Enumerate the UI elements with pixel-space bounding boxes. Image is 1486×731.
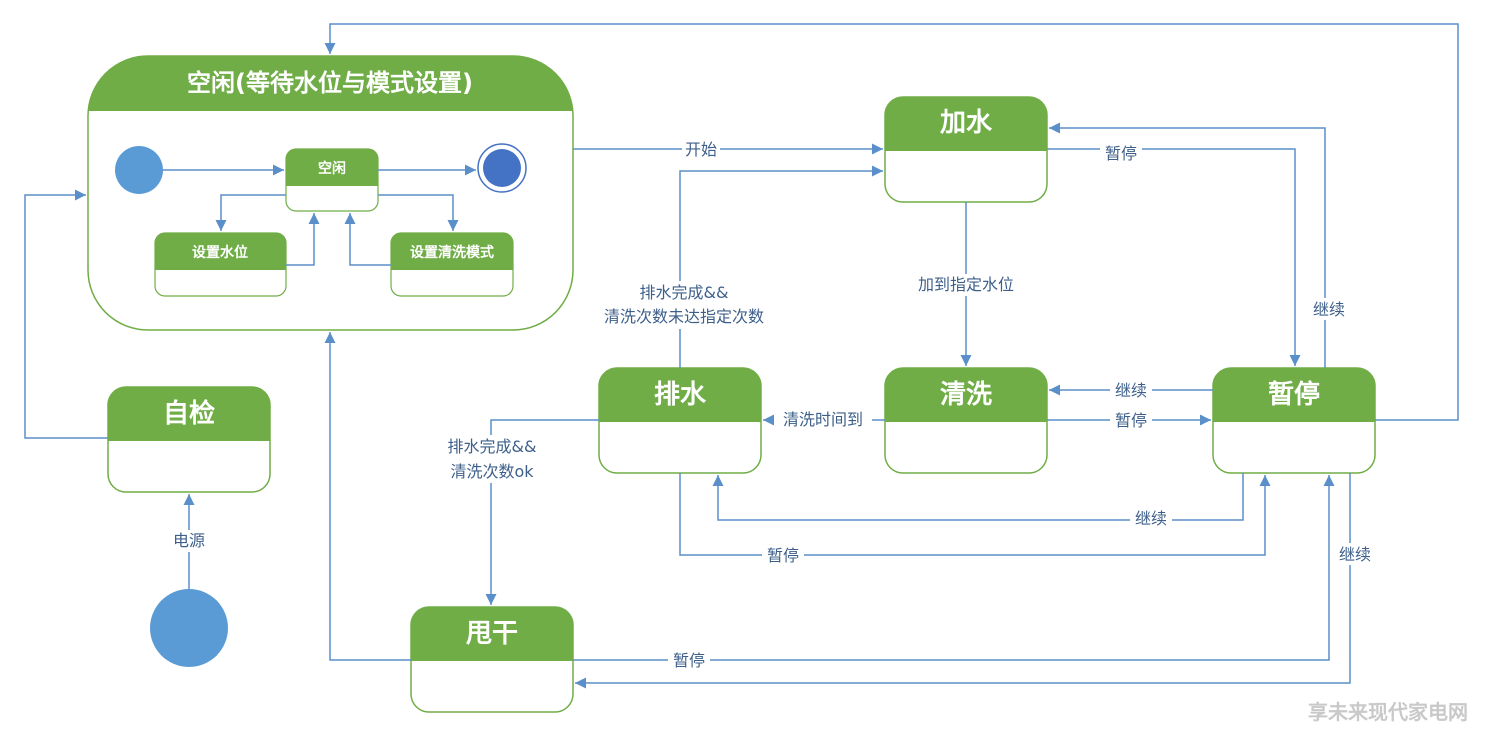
state-self-check: 自检: [107, 386, 271, 493]
state-pause: 暂停: [1212, 367, 1376, 474]
edge-resume-to-add: [1049, 122, 1326, 368]
state-wash-label: 清洗: [940, 380, 992, 410]
inner-final-node: [477, 143, 527, 193]
inner-edge-set-level-to-idle: [286, 213, 320, 266]
label-pause-from-spin: 暂停: [673, 651, 705, 670]
inner-edge-idle-to-set-mode: [378, 194, 459, 231]
inner-state-set-level: 设置水位: [154, 232, 287, 297]
label-pause-from-drain: 暂停: [767, 546, 799, 565]
state-spin-dry-label: 甩干: [466, 619, 518, 649]
inner-initial-node: [115, 146, 163, 194]
inner-state-idle-label: 空闲: [318, 160, 346, 177]
inner-state-set-mode-label: 设置清洗模式: [410, 244, 494, 261]
power-initial-node: [150, 589, 228, 667]
watermark: 享未来现代家电网: [1308, 700, 1468, 724]
edge-pause-from-drain: [679, 473, 1271, 556]
label-drain-done-line1: 排水完成&&: [448, 437, 537, 456]
state-drain-label: 排水: [654, 380, 707, 410]
label-reach-level: 加到指定水位: [918, 275, 1014, 294]
inner-state-set-mode: 设置清洗模式: [390, 232, 514, 297]
label-resume-to-spin: 继续: [1339, 545, 1371, 564]
inner-state-set-level-label: 设置水位: [192, 244, 248, 261]
label-resume-to-wash: 继续: [1115, 381, 1147, 400]
label-resume-to-drain: 继续: [1135, 509, 1167, 528]
state-drain: 排水: [598, 367, 762, 474]
inner-edge-idle-to-set-level: [215, 194, 286, 231]
label-drain-repeat-line2: 清洗次数未达指定次数: [604, 307, 764, 326]
label-pause-from-wash: 暂停: [1115, 411, 1147, 430]
edge-self-check-to-idle: [24, 189, 108, 439]
state-add-water: 加水: [884, 96, 1048, 203]
state-self-check-label: 自检: [163, 398, 215, 429]
label-resume-to-add: 继续: [1313, 300, 1345, 319]
state-spin-dry: 甩干: [410, 606, 574, 713]
label-power: 电源: [173, 531, 205, 550]
edge-pause-from-spin: [573, 475, 1335, 661]
edge-drain-to-spin: [485, 419, 599, 605]
label-pause-from-add: 暂停: [1105, 144, 1137, 163]
edge-drain-repeat: [679, 165, 883, 368]
label-drain-done-line2: 清洗次数ok: [450, 462, 534, 481]
state-add-water-label: 加水: [940, 108, 993, 138]
edge-pause-from-add: [1047, 148, 1301, 366]
composite-state-title: 空闲(等待水位与模式设置): [187, 69, 473, 97]
label-start: 开始: [685, 140, 717, 159]
label-drain-repeat-line1: 排水完成&&: [640, 283, 729, 302]
state-pause-label: 暂停: [1268, 379, 1320, 410]
inner-state-idle: 空闲: [285, 148, 379, 212]
label-wash-time-up: 清洗时间到: [783, 410, 863, 429]
edge-pause-to-idle: [324, 23, 1459, 421]
edge-resume-to-drain: [712, 473, 1244, 521]
edge-spin-to-idle: [324, 332, 411, 661]
state-wash: 清洗: [884, 367, 1048, 474]
inner-edge-set-mode-to-idle: [344, 213, 391, 266]
